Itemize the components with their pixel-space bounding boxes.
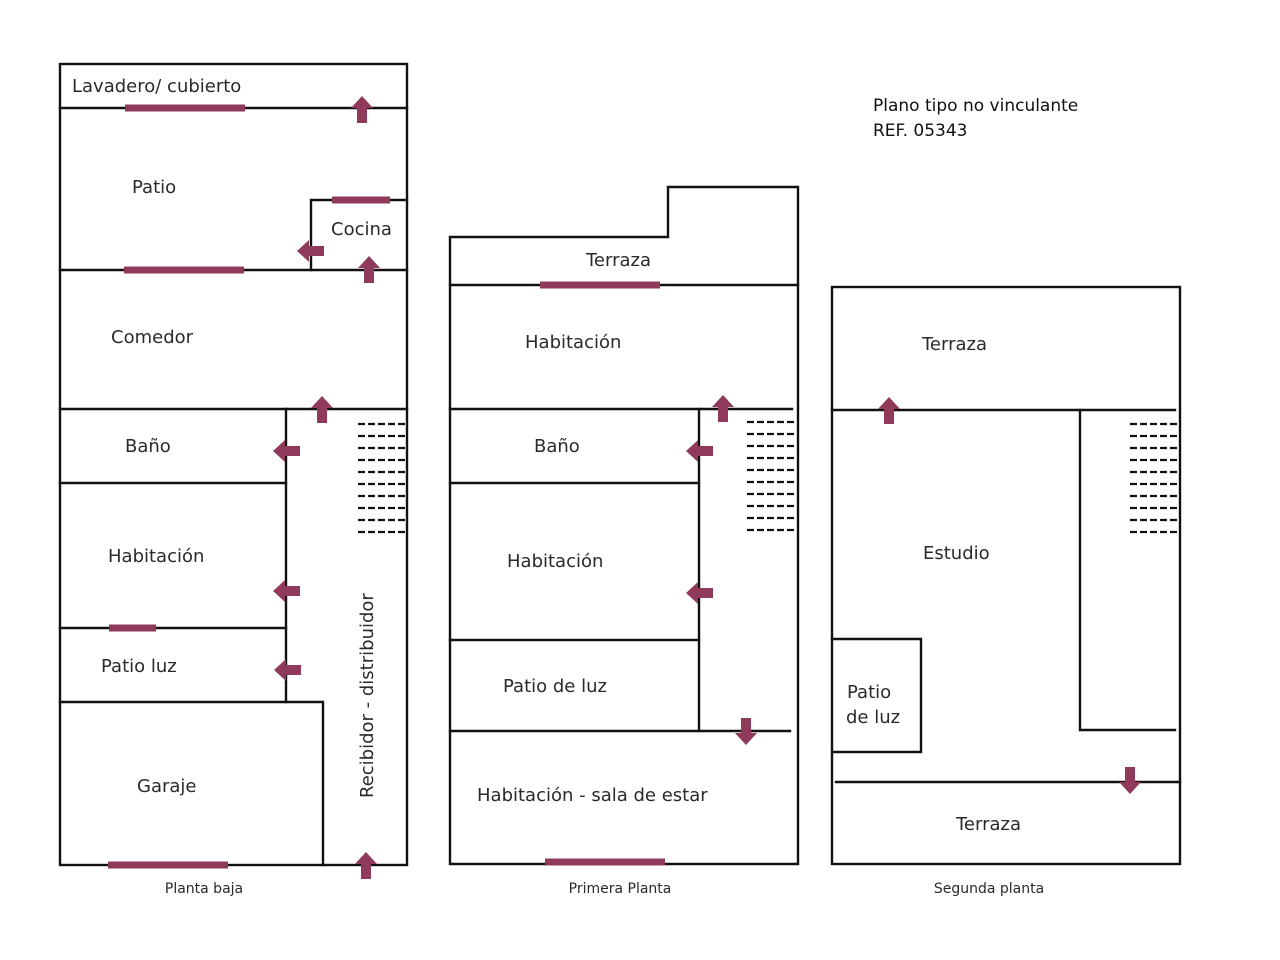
room-label-patio: Patio: [132, 177, 176, 198]
room-label-estudio: Estudio: [923, 543, 990, 564]
second-floor-stairs: [1130, 422, 1178, 534]
ground-floor-arrows: [273, 96, 380, 879]
ground-floor-plan: Lavadero/ cubierto Patio Cocina Comedor …: [58, 62, 409, 897]
first-floor-arrows: [686, 395, 757, 745]
room-label-terraza-lower: Terraza: [955, 814, 1021, 835]
arrow-down-icon: [1119, 767, 1141, 794]
note-disclaimer: Plano tipo no vinculante: [873, 96, 1078, 116]
ground-floor-doors: [108, 104, 390, 869]
arrow-left-icon: [273, 580, 300, 602]
first-floor-stairs: [747, 420, 797, 532]
room-label-bano: Baño: [534, 436, 580, 457]
room-label-habitacion: Habitación: [108, 546, 204, 567]
room-label-habitacion: Habitación: [525, 332, 621, 353]
room-label-patio-de-luz: Patio de luz: [503, 676, 607, 697]
arrow-up-icon: [311, 396, 333, 423]
arrow-down-icon: [735, 718, 757, 745]
room-label-habitacion: Habitación: [507, 551, 603, 572]
arrow-left-icon: [686, 440, 713, 462]
room-label-lavadero: Lavadero/ cubierto: [72, 76, 241, 97]
room-label-terraza: Terraza: [585, 250, 651, 271]
first-floor-plan: Terraza Habitación Baño Habitación Patio…: [448, 185, 800, 897]
room-label-cocina: Cocina: [331, 219, 392, 240]
first-floor-doors: [540, 281, 665, 866]
arrow-left-icon: [273, 440, 300, 462]
room-label-habitacion-sala-de-estar: Habitación - sala de estar: [477, 785, 708, 806]
plan-note: Plano tipo no vinculante REF. 05343: [873, 96, 1078, 141]
room-label-patio: Patio: [847, 682, 891, 703]
first-floor-walls: [448, 185, 800, 866]
room-label-garaje: Garaje: [137, 776, 196, 797]
room-label-recibidor: Recibidor - distribuidor: [357, 593, 378, 798]
room-label-comedor: Comedor: [111, 327, 194, 348]
note-reference: REF. 05343: [873, 121, 968, 141]
second-floor-arrows: [878, 397, 1141, 794]
floor-caption-planta-baja: Planta baja: [165, 881, 243, 897]
arrow-up-icon: [878, 397, 900, 424]
room-label-patio-luz: Patio luz: [101, 656, 177, 677]
ground-floor-stairs: [358, 422, 406, 534]
room-label-bano: Baño: [125, 436, 171, 457]
arrow-left-icon: [274, 659, 301, 681]
arrow-up-icon: [351, 96, 373, 123]
floor-caption-primera-planta: Primera Planta: [569, 881, 672, 897]
arrow-up-icon: [712, 395, 734, 422]
arrow-up-icon: [355, 852, 377, 879]
room-label-de-luz: de luz: [846, 707, 900, 728]
second-floor-plan: Terraza Estudio Patio de luz Terraza Seg…: [830, 285, 1182, 897]
ground-floor-walls: [58, 62, 409, 867]
arrow-up-icon: [358, 256, 380, 283]
room-label-terraza: Terraza: [921, 334, 987, 355]
arrow-left-icon: [686, 582, 713, 604]
arrow-left-icon: [297, 240, 324, 262]
floor-caption-segunda-planta: Segunda planta: [934, 881, 1044, 897]
